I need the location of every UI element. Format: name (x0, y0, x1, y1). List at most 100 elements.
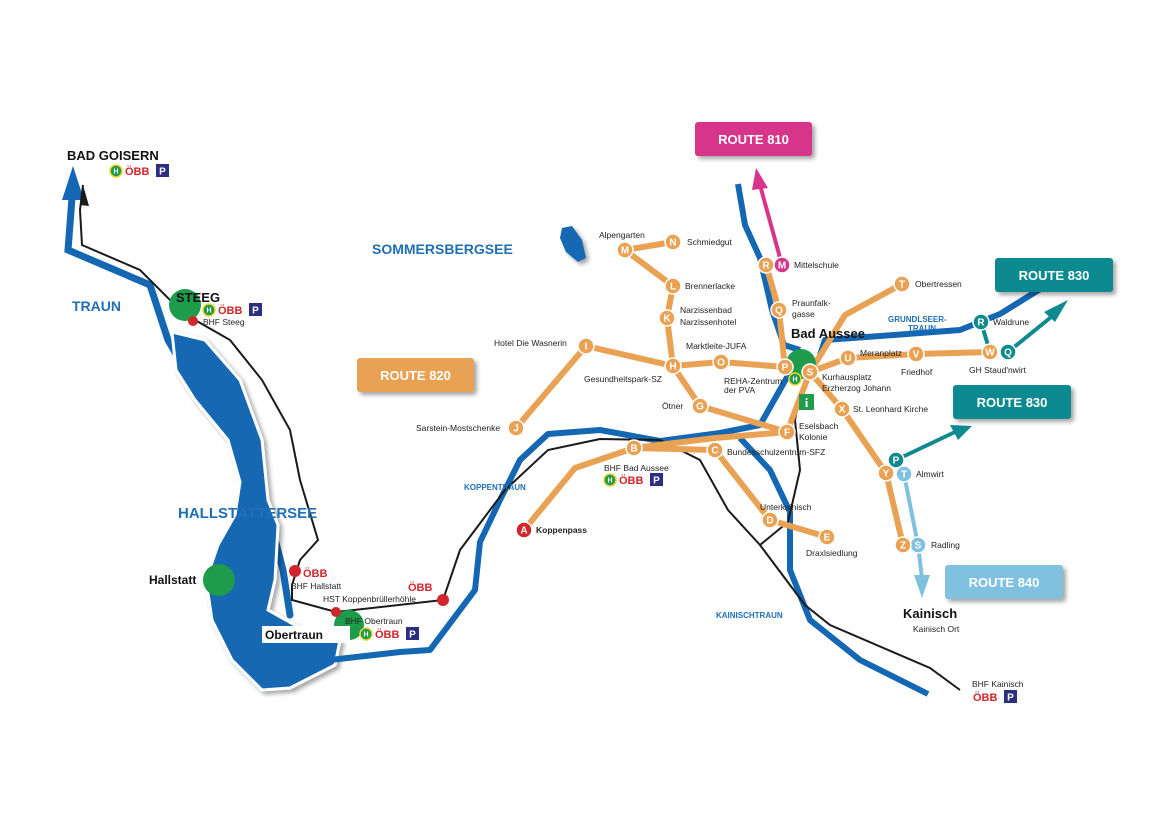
route-badge: ROUTE 810 (695, 122, 812, 156)
bus-stop-z[interactable]: Z (894, 536, 912, 554)
route-830-north-line (1006, 316, 1052, 354)
bus-stop-icon-letter: H (607, 478, 612, 485)
stop-marker[interactable] (658, 309, 676, 327)
bhf-bad-aussee-label: BHF Bad Aussee (604, 463, 669, 473)
route-820-b-f (631, 429, 790, 451)
sommersbergsee-label: SOMMERSBERGSEE (372, 241, 513, 257)
bhf-hallstatt-label: BHF Hallstatt (291, 581, 342, 591)
stop-marker[interactable] (887, 451, 905, 469)
stop-marker[interactable] (907, 345, 925, 363)
stop-marker[interactable] (773, 256, 791, 274)
stop-marker[interactable] (625, 439, 643, 457)
route-820-south (807, 369, 906, 548)
stop-letter: K (663, 314, 671, 325)
bus-stop-w[interactable]: WGH Staud'nwirt (969, 343, 1027, 375)
stop-marker[interactable] (833, 400, 851, 418)
stop-marker[interactable] (577, 337, 595, 355)
stop-marker[interactable] (972, 313, 990, 331)
stop-marker[interactable] (894, 536, 912, 554)
bus-stop-b[interactable]: B (625, 439, 643, 457)
stop-marker[interactable] (515, 521, 533, 539)
station-symbol-group: ÖBB (408, 581, 433, 594)
obb-rail-icon: ÖBB (375, 628, 400, 641)
stop-marker[interactable] (616, 241, 634, 259)
stop-label: Meranplatz (860, 348, 902, 358)
stop-letter: D (766, 516, 773, 527)
stop-marker[interactable] (712, 353, 730, 371)
stop-label: Friedhof (901, 367, 933, 377)
bus-stop-q[interactable]: Q (999, 343, 1017, 361)
stop-marker[interactable] (981, 343, 999, 361)
stop-marker[interactable] (776, 358, 794, 376)
sommersbergsee-lake (560, 226, 586, 262)
stop-label: St. Leonhard Kirche (853, 404, 928, 414)
station-dot-obertraun (331, 607, 341, 617)
stop-marker[interactable] (818, 528, 836, 546)
bus-stop-y[interactable]: Y (877, 464, 895, 482)
stop-marker[interactable] (778, 423, 796, 441)
route-830-north-arrow (1044, 300, 1068, 322)
stop-label: Radling (931, 540, 960, 550)
stop-marker[interactable] (664, 233, 682, 251)
route-badge-box (357, 358, 474, 392)
stop-marker[interactable] (761, 511, 779, 529)
parking-icon (1004, 690, 1017, 703)
stop-marker[interactable] (839, 349, 857, 367)
stop-letter: F (784, 428, 790, 439)
stop-marker[interactable] (895, 465, 913, 483)
stop-label: Kurhausplatz (822, 372, 872, 382)
bhf-steeg-label: BHF Steeg (203, 317, 245, 327)
stop-label: Waldrune (993, 317, 1029, 327)
stop-marker[interactable] (801, 363, 819, 381)
stop-marker[interactable] (877, 464, 895, 482)
stop-label: Brennerlacke (685, 281, 735, 291)
stop-marker[interactable] (664, 277, 682, 295)
route-badge: ROUTE 830 (995, 258, 1113, 292)
stop-marker[interactable] (507, 419, 525, 437)
route-840-line (902, 472, 924, 580)
stop-marker[interactable] (691, 397, 709, 415)
stop-letter: E (824, 533, 831, 544)
stop-marker[interactable] (999, 343, 1017, 361)
route-810-line (758, 183, 784, 267)
bus-stop-p[interactable]: P (887, 451, 905, 469)
stop-label: Sarstein-Mostschenke (416, 423, 500, 433)
stop-marker[interactable] (893, 275, 911, 293)
stop-marker[interactable] (706, 441, 724, 459)
stop-label: Eselsbach (799, 421, 838, 431)
upper-traun-river (735, 183, 801, 353)
stop-letter: M (778, 261, 786, 272)
stop-label-line2: Kolonie (799, 432, 828, 442)
stop-letter: H (669, 362, 676, 373)
bus-stop-r[interactable]: R (757, 256, 775, 274)
stop-letter: T (899, 280, 905, 291)
stop-marker[interactable] (664, 357, 682, 375)
stop-marker[interactable] (770, 301, 788, 319)
